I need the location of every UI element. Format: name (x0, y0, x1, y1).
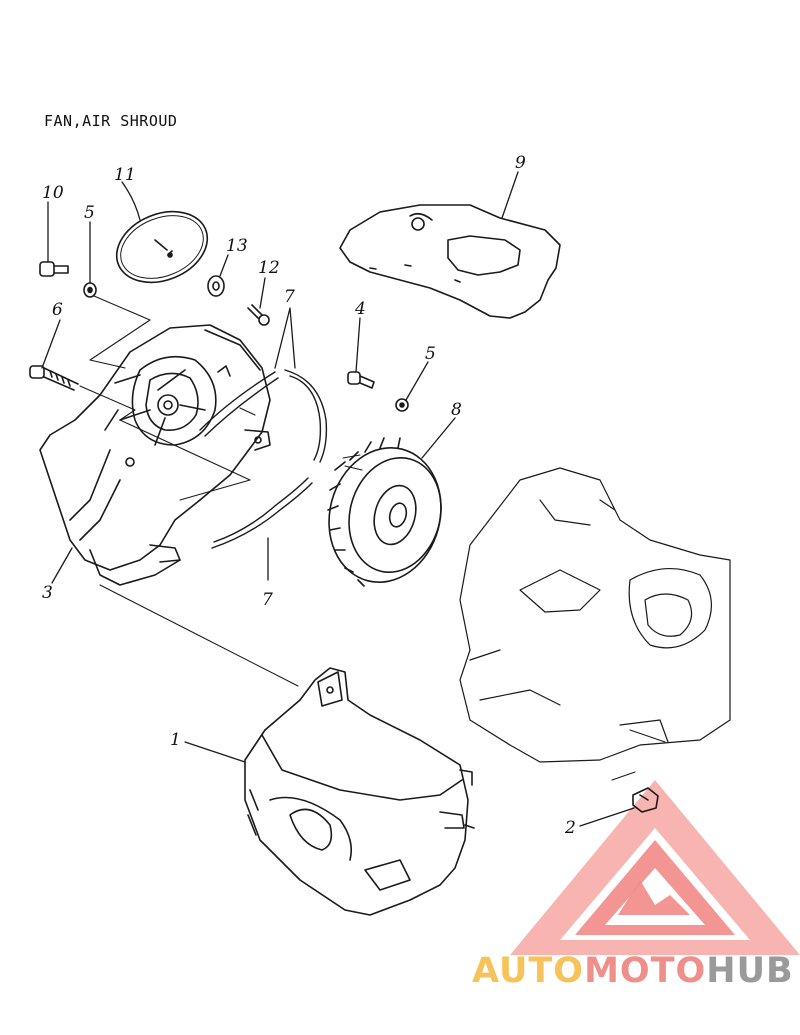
callout-8: 8 (451, 400, 462, 420)
callout-3: 3 (42, 583, 53, 603)
leader-lines (41, 171, 635, 827)
watermark-logo-icon (510, 780, 800, 955)
diagram-title: FAN,AIR SHROUD (44, 112, 178, 130)
callout-12: 12 (258, 258, 280, 278)
watermark-hub: HUB (706, 951, 794, 991)
part-5-washer-center (395, 398, 409, 412)
callout-5-center: 5 (425, 344, 436, 364)
assembly-guide-lines (79, 295, 666, 781)
callout-13: 13 (226, 236, 248, 256)
part-9-cover-plate (339, 204, 561, 319)
watermark-auto: AUTO (472, 951, 585, 991)
engine-crankcase (459, 467, 731, 763)
part-5-washer-left (83, 282, 97, 298)
part-10-bolt (39, 261, 69, 277)
callout-4: 4 (355, 299, 366, 319)
callout-5-left: 5 (84, 203, 95, 223)
part-4-bolt (347, 371, 375, 389)
callout-9: 9 (515, 153, 526, 173)
callout-6: 6 (52, 300, 63, 320)
callout-10: 10 (42, 183, 64, 203)
part-3-fan-housing (39, 324, 271, 586)
part-1-air-shroud (244, 667, 475, 916)
part-13-washer (207, 275, 225, 297)
part-12-screw (247, 304, 270, 326)
callout-1: 1 (170, 730, 181, 750)
watermark-moto: MOTO (584, 951, 707, 991)
part-6-bolt (29, 365, 79, 391)
watermark-text: AUTOMOTOHUB (472, 951, 794, 991)
part-2-plug (632, 787, 659, 813)
callout-11: 11 (114, 165, 136, 185)
part-8-flywheel-fan (327, 437, 442, 587)
part-11-o-ring (115, 210, 209, 284)
callout-7-top: 7 (284, 287, 295, 307)
callout-2: 2 (565, 818, 576, 838)
callout-7-bottom: 7 (262, 590, 273, 610)
part-7-hoses (199, 369, 328, 549)
